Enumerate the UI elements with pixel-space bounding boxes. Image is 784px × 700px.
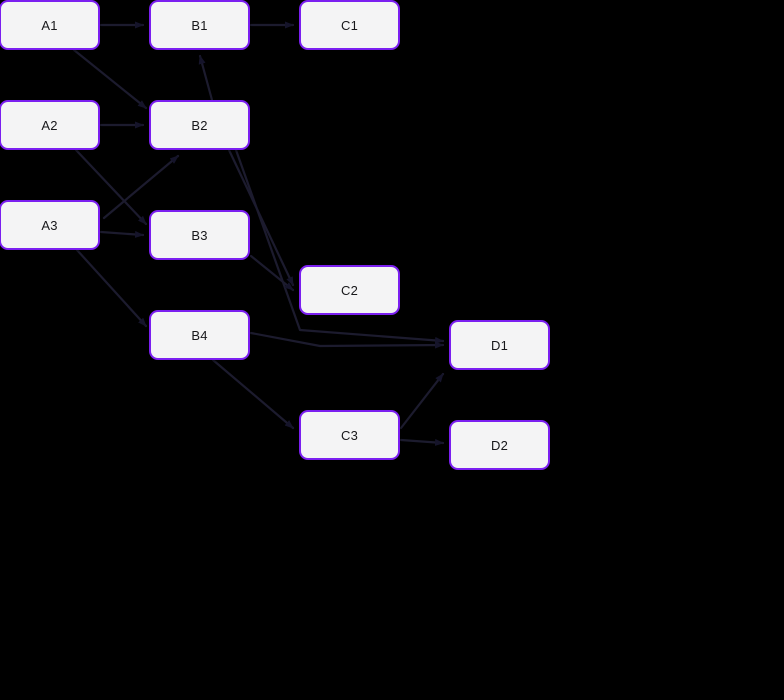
node-label-c1: C1 (340, 17, 359, 33)
node-c2[interactable]: C2 (299, 265, 400, 315)
edge-a3-to-b2 (102, 154, 180, 220)
edge-b3-to-c2 (249, 254, 295, 292)
node-label-a2: A2 (41, 117, 58, 133)
edge-b2-to-b1 (198, 54, 214, 102)
edge-c3-to-d1 (399, 372, 445, 430)
node-label-c3: C3 (340, 427, 359, 443)
node-d1[interactable]: D1 (449, 320, 550, 370)
node-label-a3: A3 (41, 217, 58, 233)
node-label-b4: B4 (191, 327, 208, 343)
node-d2[interactable]: D2 (449, 420, 550, 470)
node-label-d1: D1 (490, 337, 509, 353)
node-label-c2: C2 (340, 282, 359, 298)
node-b1[interactable]: B1 (149, 0, 250, 50)
node-label-a1: A1 (41, 17, 58, 33)
edge-b4-to-d1 (249, 331, 445, 349)
node-c3[interactable]: C3 (299, 410, 400, 460)
node-a3[interactable]: A3 (0, 200, 100, 250)
node-label-b1: B1 (191, 17, 208, 33)
node-a1[interactable]: A1 (0, 0, 100, 50)
node-a2[interactable]: A2 (0, 100, 100, 150)
edge-c3-to-d2 (399, 438, 445, 446)
edge-b4-to-c3 (211, 358, 295, 430)
node-b3[interactable]: B3 (149, 210, 250, 260)
edges-group (72, 21, 445, 446)
edge-a3-to-b3 (99, 230, 145, 238)
node-label-b2: B2 (191, 117, 208, 133)
edge-a3-to-b4 (75, 248, 148, 328)
node-label-b3: B3 (191, 227, 208, 243)
node-b4[interactable]: B4 (149, 310, 250, 360)
node-b2[interactable]: B2 (149, 100, 250, 150)
node-c1[interactable]: C1 (299, 0, 400, 50)
node-label-d2: D2 (490, 437, 509, 453)
